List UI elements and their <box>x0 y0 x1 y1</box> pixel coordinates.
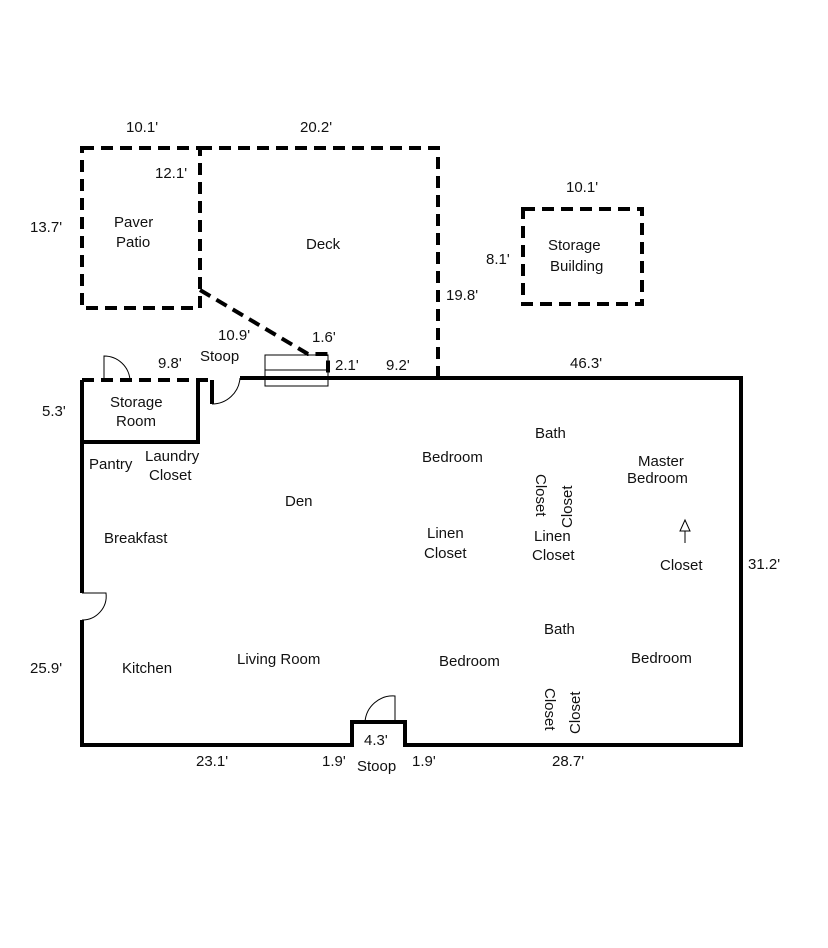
label-closet-master: Closet <box>660 557 703 574</box>
label-laundry-2: Closet <box>149 467 192 484</box>
dim-deck-width: 20.2' <box>300 119 332 136</box>
label-living-room: Living Room <box>237 651 320 668</box>
label-kitchen: Kitchen <box>122 660 172 677</box>
deck-outline <box>200 146 440 378</box>
label-linen-1a: Linen <box>427 525 464 542</box>
label-storage-bldg-1: Storage <box>548 237 601 254</box>
label-deck: Deck <box>306 236 341 253</box>
door-swing-stoop-top <box>211 377 241 405</box>
dim-deck-diag: 10.9' <box>218 327 250 344</box>
label-master-1: Master <box>638 453 684 470</box>
label-linen-2b: Closet <box>532 547 575 564</box>
dim-patio-inner: 12.1' <box>155 165 187 182</box>
dim-patio-width: 10.1' <box>126 119 158 136</box>
label-bedroom-upper: Bedroom <box>422 449 483 466</box>
label-bath-upper: Bath <box>535 425 566 442</box>
dim-bottom-left: 23.1' <box>196 753 228 770</box>
dim-stoop-depth: 4.3' <box>364 732 388 749</box>
storage-building-outline <box>521 207 644 306</box>
label-bedroom-lower-right: Bedroom <box>631 650 692 667</box>
label-stoop-bottom: Stoop <box>357 758 396 775</box>
dim-deck-height: 19.8' <box>446 287 478 304</box>
label-closet-v2: Closet <box>559 485 576 528</box>
label-closet-v4: Closet <box>567 691 584 734</box>
dim-stoop-right: 1.9' <box>412 753 436 770</box>
dim-stoop-left: 1.9' <box>322 753 346 770</box>
label-linen-2a: Linen <box>534 528 571 545</box>
dim-patio-height: 13.7' <box>30 219 62 236</box>
dim-house-top: 46.3' <box>570 355 602 372</box>
dim-storage-room-height: 5.3' <box>42 403 66 420</box>
dim-deck-notch: 1.6' <box>312 329 336 346</box>
dim-storage-room-width: 9.8' <box>158 355 182 372</box>
door-swing-storage <box>103 355 131 381</box>
label-paver: Paver <box>114 214 153 231</box>
label-bath-lower: Bath <box>544 621 575 638</box>
label-stoop-top: Stoop <box>200 348 239 365</box>
label-closet-v1: Closet <box>532 474 549 517</box>
dim-house-left: 25.9' <box>30 660 62 677</box>
label-storage-bldg-2: Building <box>550 258 603 275</box>
dim-house-right: 31.2' <box>748 556 780 573</box>
up-arrow-icon <box>679 518 691 543</box>
dim-storage-bldg-height: 8.1' <box>486 251 510 268</box>
label-linen-1b: Closet <box>424 545 467 562</box>
dim-deck-step: 2.1' <box>335 357 359 374</box>
dim-bottom-right: 28.7' <box>552 753 584 770</box>
dim-storage-bldg-width: 10.1' <box>566 179 598 196</box>
label-closet-v3: Closet <box>541 688 558 731</box>
door-swing-stoop-bottom <box>364 695 396 723</box>
label-patio: Patio <box>116 234 150 251</box>
label-storage-room-2: Room <box>116 413 156 430</box>
label-master-2: Bedroom <box>627 470 688 487</box>
paver-patio-outline <box>80 146 202 310</box>
label-pantry: Pantry <box>89 456 133 473</box>
label-bedroom-lower-mid: Bedroom <box>439 653 500 670</box>
label-den: Den <box>285 493 313 510</box>
door-swing-breakfast <box>81 592 107 621</box>
house-exterior-wall <box>80 376 743 747</box>
label-breakfast: Breakfast <box>104 530 168 547</box>
label-laundry-1: Laundry <box>145 448 200 465</box>
dim-deck-front: 9.2' <box>386 357 410 374</box>
label-storage-room-1: Storage <box>110 394 163 411</box>
